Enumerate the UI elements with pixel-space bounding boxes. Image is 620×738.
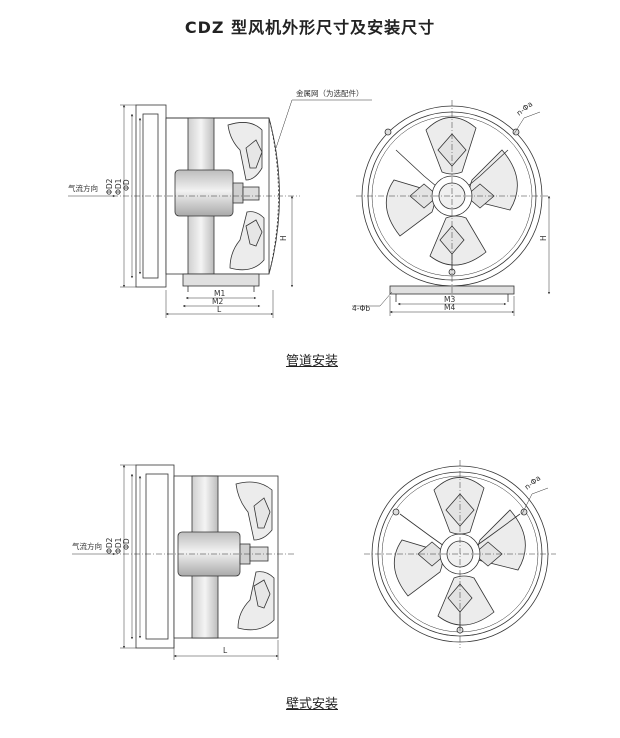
duct-side-dims — [68, 99, 372, 318]
motor-body — [174, 169, 234, 217]
hub — [242, 186, 260, 201]
label-d2: ΦD2 — [105, 178, 114, 195]
caption-wall-install: 壁式安装 — [285, 697, 338, 712]
label-m1: M1 — [214, 289, 225, 298]
wall-front-view — [364, 460, 556, 648]
label-h-front: H — [539, 235, 548, 241]
label-nb: 4-Φb — [352, 304, 370, 313]
wall-front-dims — [521, 487, 549, 515]
wall-side-view — [112, 464, 296, 649]
label-m4: M4 — [444, 303, 455, 312]
duct-front-view — [356, 100, 548, 302]
airflow-label: 气流方向 — [68, 183, 98, 193]
mesh-note: 金属网（为选配件） — [296, 88, 364, 98]
motor-shaft — [232, 182, 244, 204]
duct-side-view — [112, 104, 300, 292]
wall-label-d2: ΦD2 — [105, 537, 114, 554]
wall-label-d1: ΦD1 — [114, 537, 123, 554]
wall-label-na: n-Φa — [523, 473, 543, 491]
duct-front-dims — [352, 111, 551, 316]
wall-side-dims — [72, 464, 279, 660]
caption-duct-install: 管道安装 — [285, 354, 338, 369]
label-m3: M3 — [444, 295, 455, 304]
page-title: CDZ 型风机外形尺寸及安装尺寸 — [184, 18, 436, 37]
label-m2: M2 — [212, 297, 223, 306]
label-l: L — [217, 305, 222, 314]
duct-side-labels: ΦD2 ΦD1 ΦD 气流方向 金属网（为选配件） H M1 M2 L — [68, 88, 364, 314]
wall-label-d: ΦD — [122, 538, 131, 550]
wall-front-labels: n-Φa — [523, 473, 543, 491]
label-d1: ΦD1 — [114, 178, 123, 195]
wall-airflow-label: 气流方向 — [72, 541, 102, 551]
wall-label-l: L — [223, 646, 228, 655]
wall-side-labels: ΦD2 ΦD1 ΦD 气流方向 L — [72, 537, 228, 655]
label-na: n-Φa — [515, 99, 535, 117]
base-foot — [182, 273, 260, 287]
label-d: ΦD — [122, 179, 131, 191]
label-h: H — [279, 235, 288, 241]
